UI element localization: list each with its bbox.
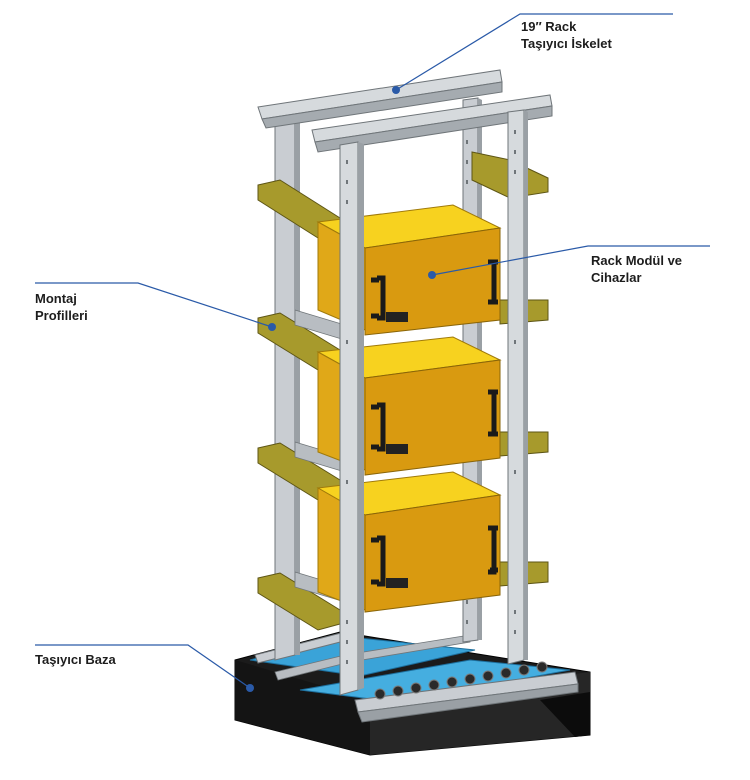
carrier-base — [234, 631, 591, 756]
front-uprights — [339, 109, 528, 696]
leader-line-profiles — [35, 282, 273, 328]
label-carrier-base: Taşıyıcı Baza — [35, 651, 116, 668]
leader-lines — [35, 13, 710, 689]
label-rack-modules-line1: Rack Modül ve — [591, 253, 683, 268]
label-rack-modules-line2: Cihazlar — [591, 270, 642, 285]
top-rails — [257, 69, 553, 153]
label-mounting-profiles-line1: Montaj — [35, 291, 77, 306]
label-rack-skeleton-line1: 19″ Rack — [521, 19, 577, 34]
leader-line-modules — [431, 245, 710, 276]
leader-dots — [246, 86, 436, 692]
label-rack-skeleton-line2: Taşıyıcı İskelet — [521, 36, 612, 51]
label-mounting-profiles: Montaj Profilleri — [35, 290, 88, 324]
label-carrier-base-line1: Taşıyıcı Baza — [35, 652, 116, 667]
leader-line-base — [35, 644, 251, 689]
leader-dot-profiles — [268, 323, 276, 331]
leader-dot-modules — [428, 271, 436, 279]
leader-line-skeleton — [395, 13, 673, 91]
label-mounting-profiles-line2: Profilleri — [35, 308, 88, 323]
leader-dot-base — [246, 684, 254, 692]
label-rack-modules: Rack Modül ve Cihazlar — [591, 252, 682, 286]
label-rack-skeleton: 19″ Rack Taşıyıcı İskelet — [521, 18, 612, 52]
leader-dot-skeleton — [392, 86, 400, 94]
